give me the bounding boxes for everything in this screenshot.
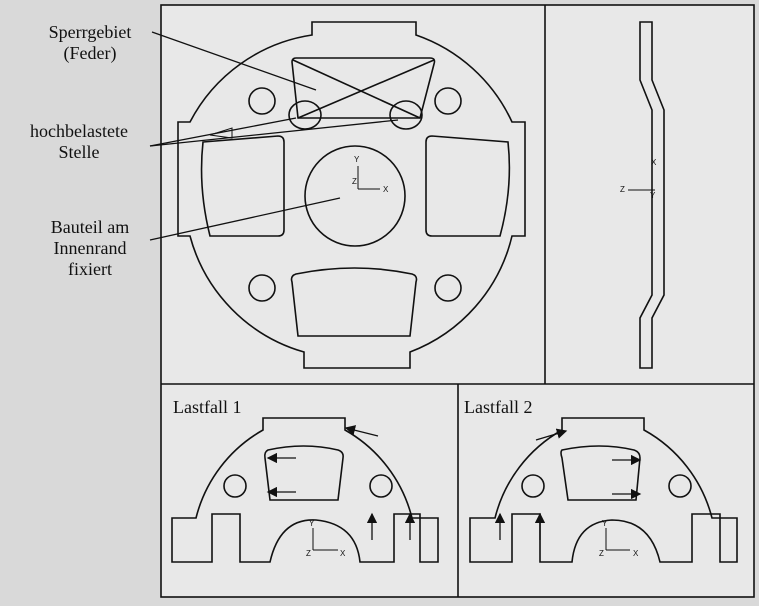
- main-plate: Y Z X: [177, 21, 526, 369]
- hole-top-left: [248, 87, 276, 115]
- label-fixed-inner: Bauteil am Innenrand fixiert: [28, 217, 152, 280]
- label-fixed-inner-text: Bauteil am Innenrand fixiert: [50, 217, 130, 279]
- lc1-axis-x-label: X: [340, 549, 346, 558]
- leader-stress-2: [149, 119, 399, 147]
- side-axis-y-label: Y: [650, 191, 656, 200]
- load-case-2: Lastfall 2 Y Z X: [464, 397, 738, 563]
- leader-fixed: [149, 197, 341, 241]
- side-axis-x-label: X: [651, 158, 657, 167]
- lc2-axis-x-label: X: [633, 549, 639, 558]
- leader-lines: [149, 31, 399, 241]
- side-axis-z-label: Z: [620, 185, 625, 194]
- lc2-force-3: [535, 428, 568, 441]
- bottom-cutout: [290, 267, 418, 337]
- cross-line-1: [292, 59, 421, 119]
- left-cutout: [200, 135, 285, 237]
- stress-circle-right: [389, 100, 423, 130]
- inner-fixed-circle: [304, 145, 406, 247]
- main-axis-z-label: Z: [352, 177, 357, 186]
- lc2-hole-right: [668, 474, 692, 498]
- lc1-force-3: [344, 425, 379, 437]
- lc2-top-cutout: [560, 445, 641, 501]
- hole-bottom-right: [434, 274, 462, 302]
- stress-circle-left: [288, 100, 322, 130]
- lc1-hole-right: [369, 474, 393, 498]
- lc1-outline: [171, 417, 439, 563]
- label-high-stress-text: hochbelastete Stelle: [30, 121, 128, 162]
- lc2-hole-left: [521, 474, 545, 498]
- lc2-axis-y-label: Y: [602, 519, 608, 528]
- plate-outline: [177, 21, 526, 369]
- main-axis-x-label: X: [383, 185, 389, 194]
- load-case-1: Lastfall 1 Y Z X: [171, 397, 439, 563]
- lc1-hole-left: [223, 474, 247, 498]
- hole-bottom-left: [248, 274, 276, 302]
- edge-marker: [209, 127, 233, 139]
- lc2-outline: [469, 417, 738, 563]
- right-cutout: [425, 135, 511, 237]
- label-blocked-area: Sperrgebiet (Feder): [28, 22, 152, 64]
- side-profile: [639, 21, 665, 369]
- load-case-1-title: Lastfall 1: [173, 397, 241, 417]
- label-blocked-area-text: Sperrgebiet (Feder): [48, 22, 132, 63]
- main-axis-y-label: Y: [354, 155, 360, 164]
- leader-stress-1: [149, 117, 297, 147]
- side-view: X Z Y: [620, 21, 665, 369]
- lc1-axis-y-label: Y: [309, 519, 315, 528]
- cross-line-2: [297, 59, 435, 119]
- lc1-top-cutout: [264, 445, 344, 501]
- label-high-stress: hochbelastete Stelle: [8, 121, 150, 163]
- hole-top-right: [434, 87, 462, 115]
- lc1-axis-z-label: Z: [306, 549, 311, 558]
- top-cutout: [291, 57, 436, 119]
- load-case-2-title: Lastfall 2: [464, 397, 532, 417]
- leader-blocked: [151, 31, 317, 91]
- lc2-axis-z-label: Z: [599, 549, 604, 558]
